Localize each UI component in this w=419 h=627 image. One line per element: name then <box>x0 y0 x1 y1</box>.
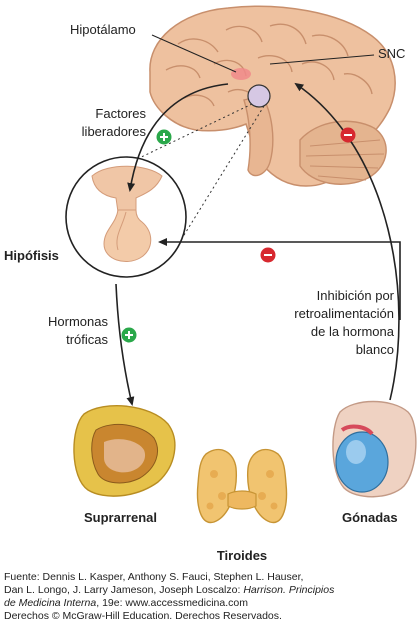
tropic-hormones-label-line1: Hormonas <box>48 314 108 329</box>
diagram-art <box>65 5 417 524</box>
credit-line3: de Medicina Interna, 19e: www.accessmedi… <box>4 597 416 610</box>
hypothalamus-label: Hipotálamo <box>70 22 136 37</box>
thyroid-illustration <box>196 449 288 524</box>
feedback-to-pituitary-arrow <box>158 238 401 320</box>
credit-line3-book: de Medicina Interna <box>4 597 97 609</box>
feedback-to-hypothalamus-arrow <box>294 82 400 401</box>
credit-line2-authors: Dan L. Longo, J. Larry Jameson, Joseph L… <box>4 584 244 596</box>
cns-pointer <box>269 54 375 65</box>
credit-line2: Dan L. Longo, J. Larry Jameson, Joseph L… <box>4 584 416 597</box>
adrenal-label: Suprarrenal <box>84 510 157 525</box>
hypothalamus-pointer <box>151 34 237 73</box>
credit-line1: Fuente: Dennis L. Kasper, Anthony S. Fau… <box>4 571 304 583</box>
feedback-label-line4: blanco <box>355 342 394 357</box>
source-credit: Fuente: Dennis L. Kasper, Anthony S. Fau… <box>4 571 416 623</box>
plus-sign-tropic <box>121 327 137 343</box>
brain-illustration <box>149 5 396 187</box>
feedback-label-line3: de la hormona <box>310 324 394 339</box>
pituitary-illustration <box>65 156 187 278</box>
feedback-label-line2: retroalimentación <box>294 306 394 321</box>
releasing-factors-label-line1: Factores <box>95 106 146 121</box>
tropic-hormones-arrow <box>115 283 135 406</box>
feedback-label-line1: Inhibición por <box>316 288 394 303</box>
cns-label: SNC <box>378 46 406 61</box>
thyroid-label: Tiroides <box>216 548 268 563</box>
releasing-factors-arrow <box>127 83 229 192</box>
minus-sign-hypothalamus <box>340 127 356 143</box>
credit-line3-edition: , 19e: www.accessmedicina.com <box>96 597 248 609</box>
adrenal-illustration <box>73 405 176 497</box>
minus-sign-pituitary <box>260 247 276 263</box>
gonads-label: Gónadas <box>342 510 398 525</box>
credit-line4: Derechos © McGraw-Hill Education. Derech… <box>4 610 282 622</box>
releasing-factors-label-line2: liberadores <box>81 124 146 139</box>
credit-line2-book: Harrison. Principios <box>243 584 335 596</box>
tropic-hormones-label-line2: tróficas <box>66 332 108 347</box>
gonads-illustration <box>332 400 417 498</box>
pituitary-label: Hipófisis <box>4 248 59 263</box>
plus-sign-releasing <box>156 129 172 145</box>
